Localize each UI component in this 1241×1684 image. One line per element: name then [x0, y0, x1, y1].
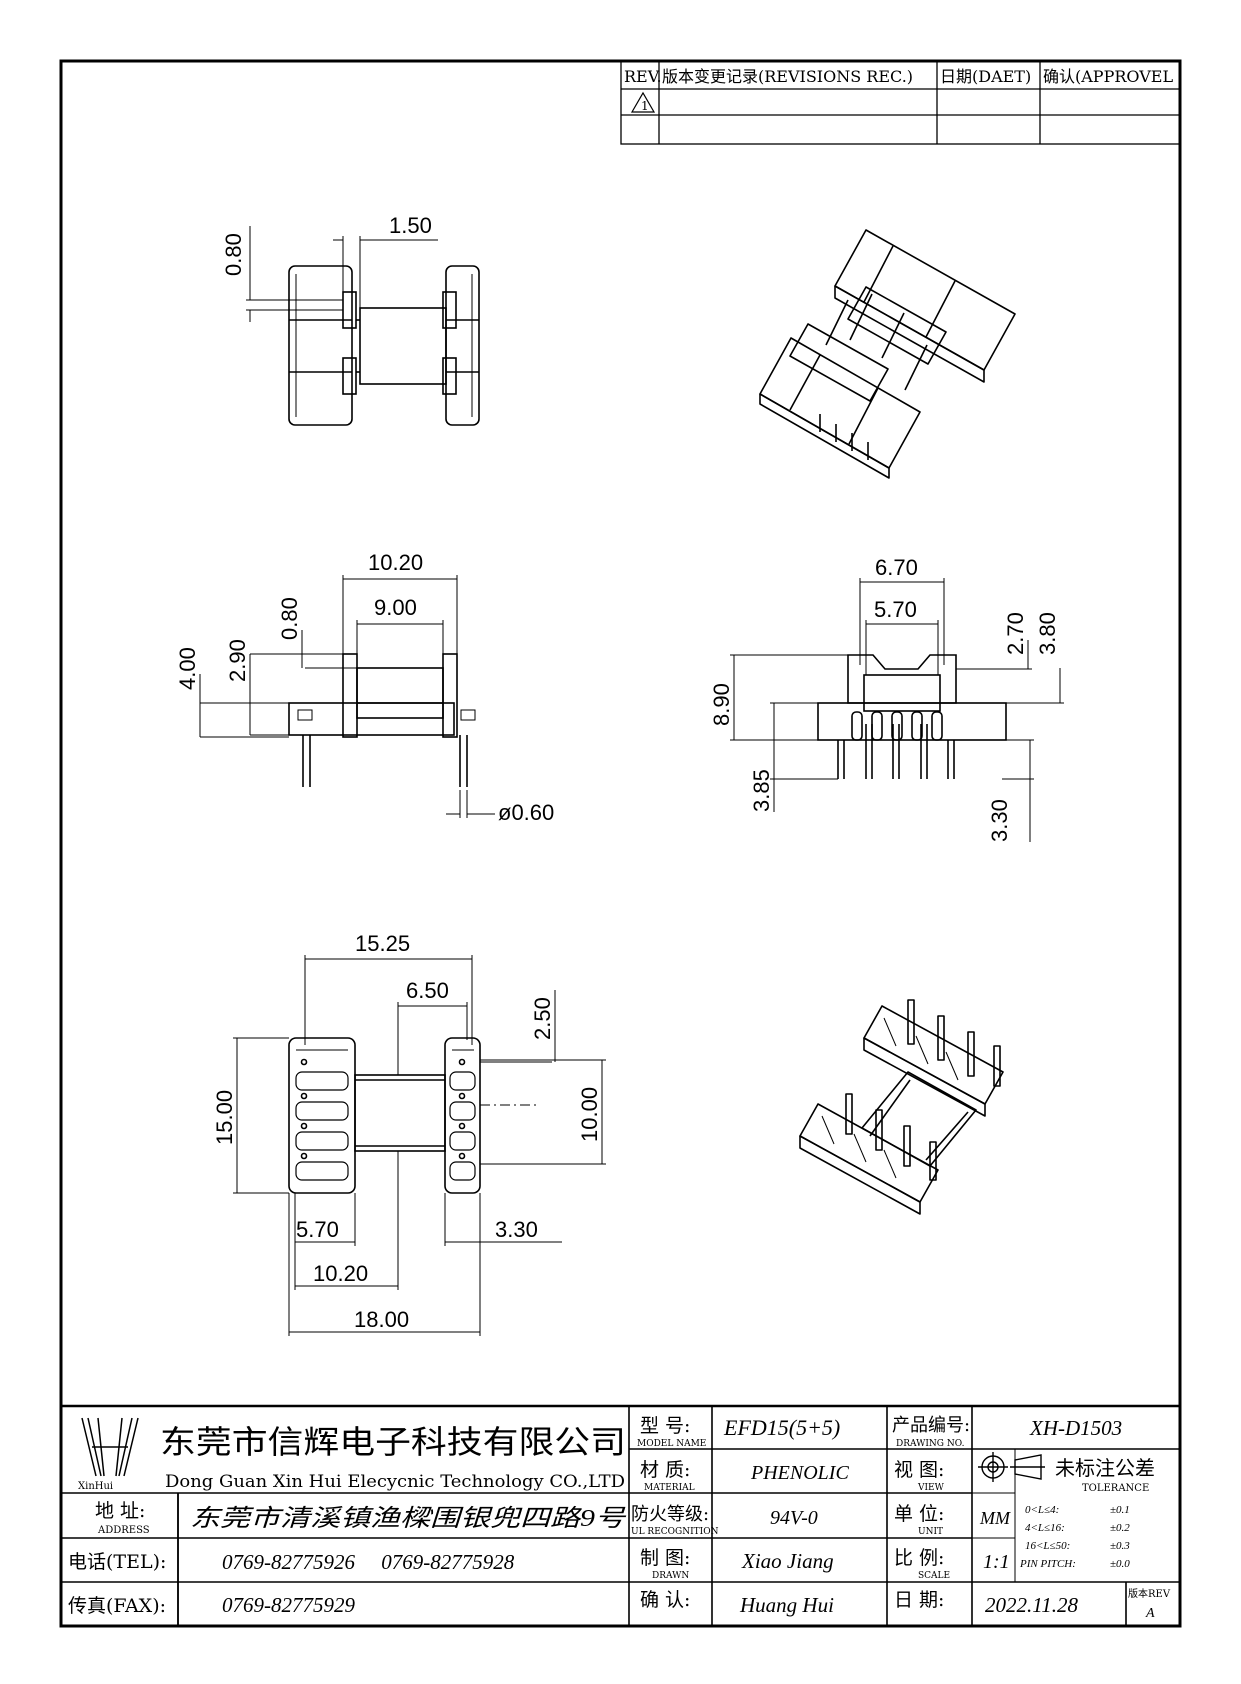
drawing-no-label-cn: 产品编号:: [892, 1415, 970, 1436]
dim-front-pin-diameter: ø0.60: [498, 800, 554, 825]
dim-side-6-70: 6.70: [875, 555, 918, 580]
isometric-view-bottom: [799, 999, 1004, 1215]
dim-bottom-15-00: 15.00: [212, 1090, 237, 1145]
dim-side-5-70: 5.70: [874, 597, 917, 622]
address-label-en: ADDRESS: [97, 1525, 150, 1536]
top-view-dimensions: [246, 226, 438, 322]
address-value: 东莞市清溪镇渔樑围银兜四路9号: [190, 1505, 627, 1532]
xinhui-logo: [81, 1417, 139, 1477]
fax-value: 0769-82775929: [222, 1593, 355, 1617]
rev-row-1-number: 1: [641, 99, 649, 113]
version-label: 版本REV: [1128, 1587, 1171, 1600]
company-name-en: Dong Guan Xin Hui Elecycnic Technology C…: [165, 1472, 625, 1492]
material-label-cn: 材 质:: [640, 1459, 690, 1481]
logo-text: XinHui: [78, 1481, 113, 1492]
drawing-no-label-en: DRAWING NO.: [896, 1439, 965, 1449]
tolerance-value-4: ±0.0: [1110, 1558, 1130, 1570]
bottom-view: [288, 1037, 540, 1194]
drawn-label-cn: 制 图:: [640, 1547, 690, 1569]
top-view: [288, 265, 480, 426]
scale-label-en: SCALE: [918, 1571, 950, 1581]
rev-header-rev: REV.: [624, 67, 662, 86]
dim-side-8-90: 8.90: [709, 683, 734, 726]
drawing-no-value: XH-D1503: [1029, 1416, 1122, 1440]
tolerance-value-3: ±0.3: [1110, 1540, 1130, 1552]
address-label-cn: 地 址:: [95, 1500, 145, 1522]
tel-label: 电话(TEL):: [68, 1551, 166, 1573]
ul-label-en: UL RECOGNITION: [631, 1527, 719, 1537]
material-label-en: MATERIAL: [644, 1483, 695, 1493]
unit-label-en: UNIT: [918, 1527, 943, 1537]
tolerance-label-en: TOLERANCE: [1082, 1483, 1149, 1494]
dim-bottom-6-50: 6.50: [406, 978, 449, 1003]
dim-front-2-90: 2.90: [225, 639, 250, 682]
dim-bottom-10-00: 10.00: [577, 1087, 602, 1142]
revision-table: [620, 60, 1181, 145]
rev-header-record: 版本变更记录(REVISIONS REC.): [662, 67, 913, 86]
model-value: EFD15(5+5): [723, 1415, 840, 1440]
dim-bottom-15-25: 15.25: [355, 931, 410, 956]
view-label-en: VIEW: [917, 1483, 945, 1493]
dim-bottom-3-30: 3.30: [495, 1217, 538, 1242]
unit-value: MM: [979, 1508, 1011, 1528]
rev-header-approved: 确认(APPROVEL: [1043, 67, 1173, 86]
view-label-cn: 视 图:: [894, 1459, 944, 1481]
tolerance-value-2: ±0.2: [1110, 1522, 1130, 1534]
dim-front-10-20: 10.20: [368, 550, 423, 575]
model-label-cn: 型 号:: [640, 1415, 690, 1437]
company-name-cn: 东莞市信辉电子科技有限公司: [160, 1423, 626, 1461]
drawn-label-en: DRAWN: [652, 1571, 689, 1581]
dim-bottom-2-50: 2.50: [530, 997, 555, 1040]
dim-side-2-70: 2.70: [1003, 612, 1028, 655]
tolerance-value-1: ±0.1: [1110, 1504, 1130, 1516]
version-value: A: [1145, 1606, 1155, 1621]
side-view-dimensions: [730, 578, 1064, 842]
tolerance-range-2: 4<L≤16:: [1025, 1522, 1065, 1534]
dim-side-3-85: 3.85: [749, 769, 774, 812]
scale-value: 1:1: [983, 1551, 1010, 1573]
rev-header-date: 日期(DAET): [940, 67, 1031, 86]
date-label-cn: 日 期:: [894, 1589, 944, 1611]
bottom-view-dimensions: [233, 955, 606, 1336]
isometric-view-top: [759, 229, 1016, 479]
revision-triangle-icon: [630, 91, 656, 113]
front-view: [288, 653, 476, 787]
dim-front-0-80: 0.80: [277, 597, 302, 640]
projection-symbol-icon: [978, 1452, 1045, 1482]
front-view-dimensions: [199, 575, 495, 818]
ul-label-cn: 防火等级:: [631, 1504, 709, 1525]
unit-label-cn: 单 位:: [894, 1503, 944, 1525]
fax-label: 传真(FAX):: [68, 1595, 166, 1617]
tolerance-range-4: PIN PITCH:: [1019, 1558, 1076, 1570]
side-view: [817, 654, 1007, 779]
drawn-value: Xiao Jiang: [741, 1549, 834, 1573]
dim-front-9-00: 9.00: [374, 595, 417, 620]
dim-top-1-50: 1.50: [389, 213, 432, 238]
model-label-en: MODEL NAME: [637, 1439, 706, 1449]
date-value: 2022.11.28: [985, 1593, 1078, 1617]
confirm-label-cn: 确 认:: [640, 1589, 690, 1611]
title-block-grid: [61, 1404, 1180, 1626]
tel-value: 0769-82775926 0769-82775928: [222, 1550, 515, 1574]
dim-side-3-80: 3.80: [1035, 612, 1060, 655]
material-value: PHENOLIC: [750, 1462, 849, 1484]
dim-bottom-10-20: 10.20: [313, 1261, 368, 1286]
confirm-value: Huang Hui: [739, 1593, 834, 1617]
dim-bottom-18-00: 18.00: [354, 1307, 409, 1332]
dim-side-3-30: 3.30: [987, 799, 1012, 842]
dim-front-4-00: 4.00: [175, 647, 200, 690]
scale-label-cn: 比 例:: [894, 1547, 944, 1569]
dim-top-0-80: 0.80: [221, 233, 246, 276]
tolerance-label-cn: 未标注公差: [1055, 1456, 1155, 1480]
tolerance-range-1: 0<L≤4:: [1025, 1504, 1059, 1516]
tolerance-range-3: 16<L≤50:: [1025, 1540, 1070, 1552]
dim-bottom-5-70: 5.70: [296, 1217, 339, 1242]
ul-value: 94V-0: [770, 1507, 818, 1529]
